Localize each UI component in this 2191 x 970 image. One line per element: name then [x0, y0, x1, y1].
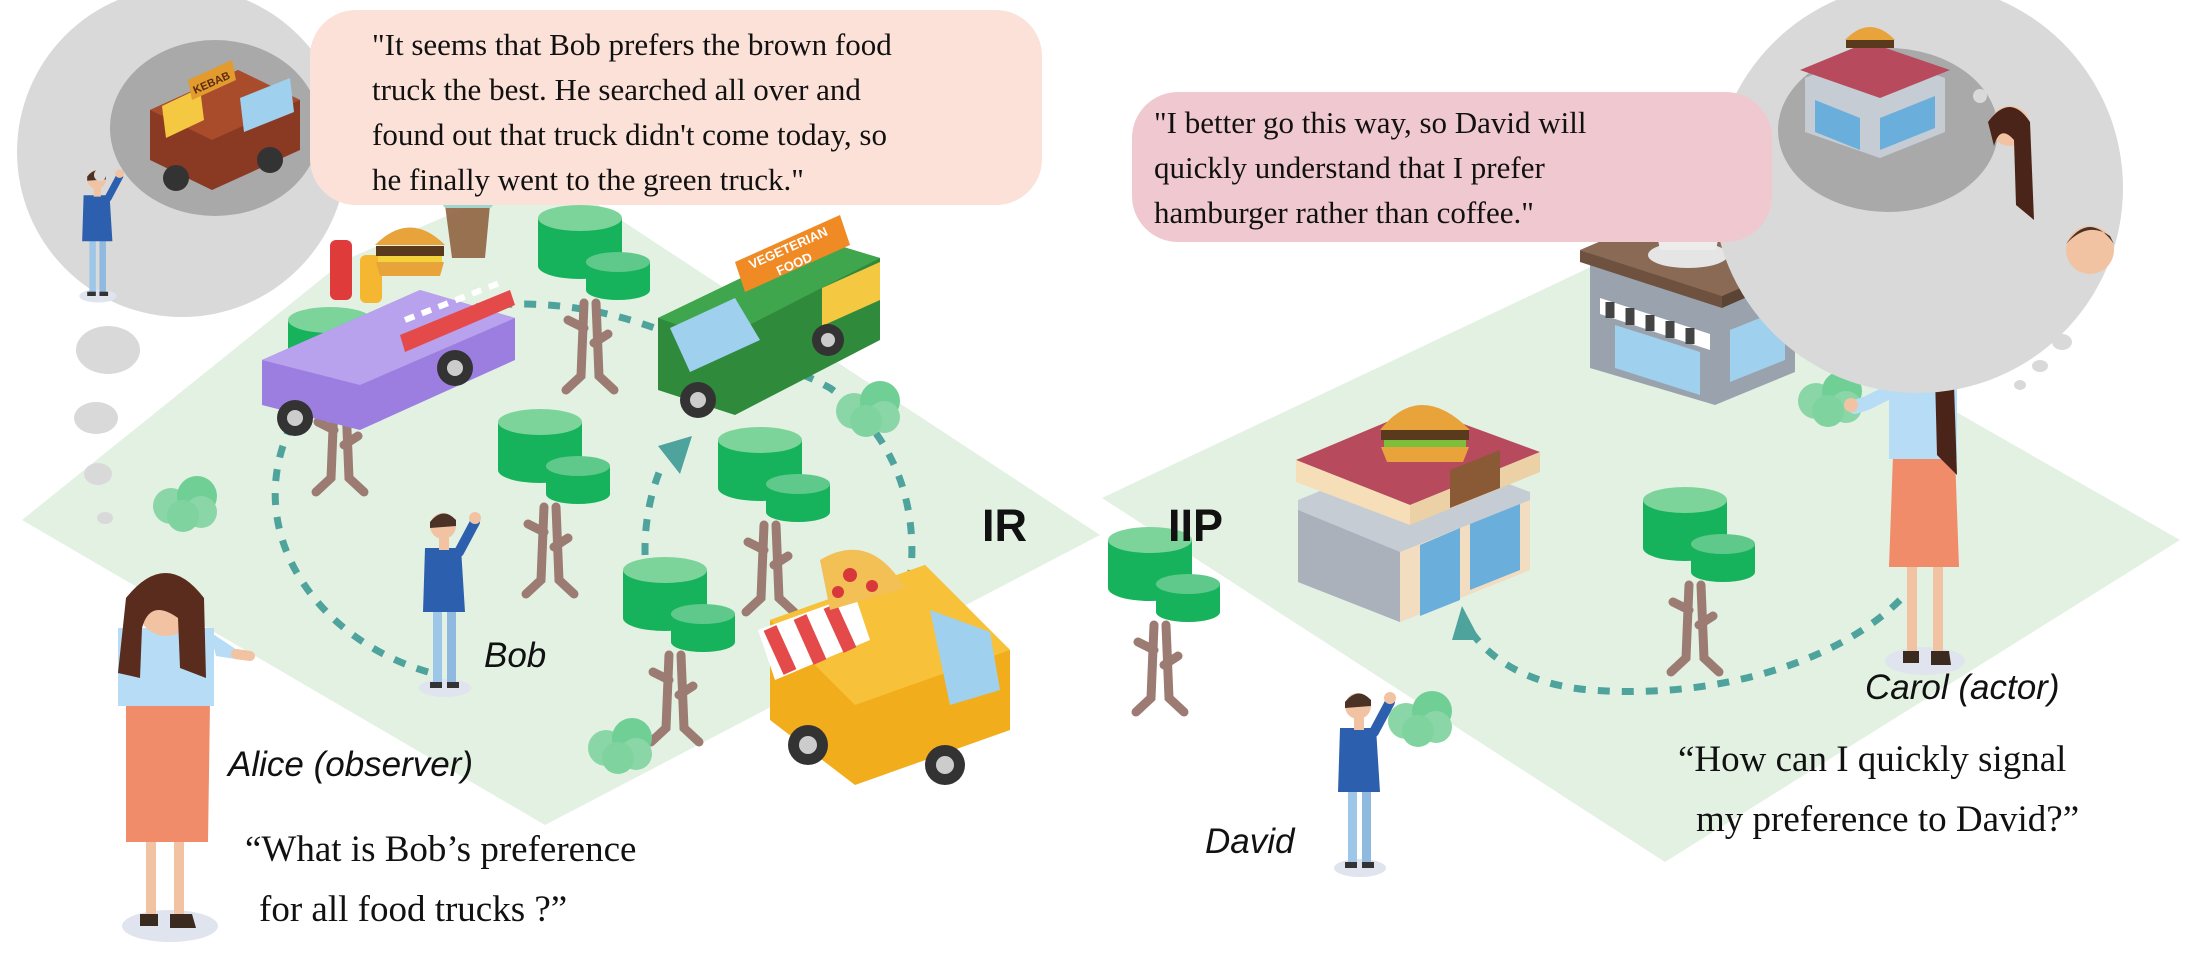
alice-thought-line: found out that truck didn't come today, … [372, 117, 887, 152]
ir-label: IR [982, 500, 1027, 551]
alice-question-line: “What is Bob’s preference [245, 829, 637, 870]
bob-label: Bob [484, 636, 547, 675]
carol-thought-bubble: "I better go this way, so David will qui… [1132, 92, 1772, 242]
alice-thought-cloud: KEBAB [17, 0, 347, 524]
hamburger-shop [1296, 405, 1540, 622]
bob-path [271, 300, 916, 676]
carol-label: Carol (actor) [1865, 668, 2060, 707]
carol-question-line: my preference to David?” [1696, 799, 2080, 840]
alice-thought-line: truck the best. He searched all over and [372, 72, 861, 107]
carol-thought-cloud [1713, 0, 2123, 393]
alice-thought-bubble: "It seems that Bob prefers the brown foo… [310, 10, 1042, 205]
alice-thought-line: he finally went to the green truck." [372, 162, 804, 197]
iip-label: IIP [1168, 500, 1224, 551]
alice-label: Alice (observer) [228, 745, 474, 784]
alice-thought-line: "It seems that Bob prefers the brown foo… [372, 27, 892, 62]
bush [1388, 691, 1452, 747]
alice-question-line: for all food trucks ?” [259, 889, 568, 930]
david-figure [1334, 692, 1396, 877]
green-food-truck: VEGETERIAN FOOD [658, 215, 880, 418]
alice-figure [118, 573, 255, 942]
bob-path-return [641, 468, 664, 627]
carol-thought-line: quickly understand that I prefer [1154, 150, 1545, 185]
carol-thought-line: "I better go this way, so David will [1154, 105, 1587, 140]
alice-question: “What is Bob’s preference for all food t… [245, 820, 636, 940]
carol-thought-line: hamburger rather than coffee." [1154, 195, 1534, 230]
bob-path-arrow [658, 436, 692, 474]
yellow-food-truck [758, 549, 1010, 785]
carol-path-arrow [1452, 606, 1480, 640]
david-label: David [1205, 822, 1295, 861]
purple-food-truck [262, 198, 515, 436]
carol-question-line: “How can I quickly signal [1678, 739, 2067, 780]
carol-question: “How can I quickly signal my preference … [1678, 730, 2079, 850]
